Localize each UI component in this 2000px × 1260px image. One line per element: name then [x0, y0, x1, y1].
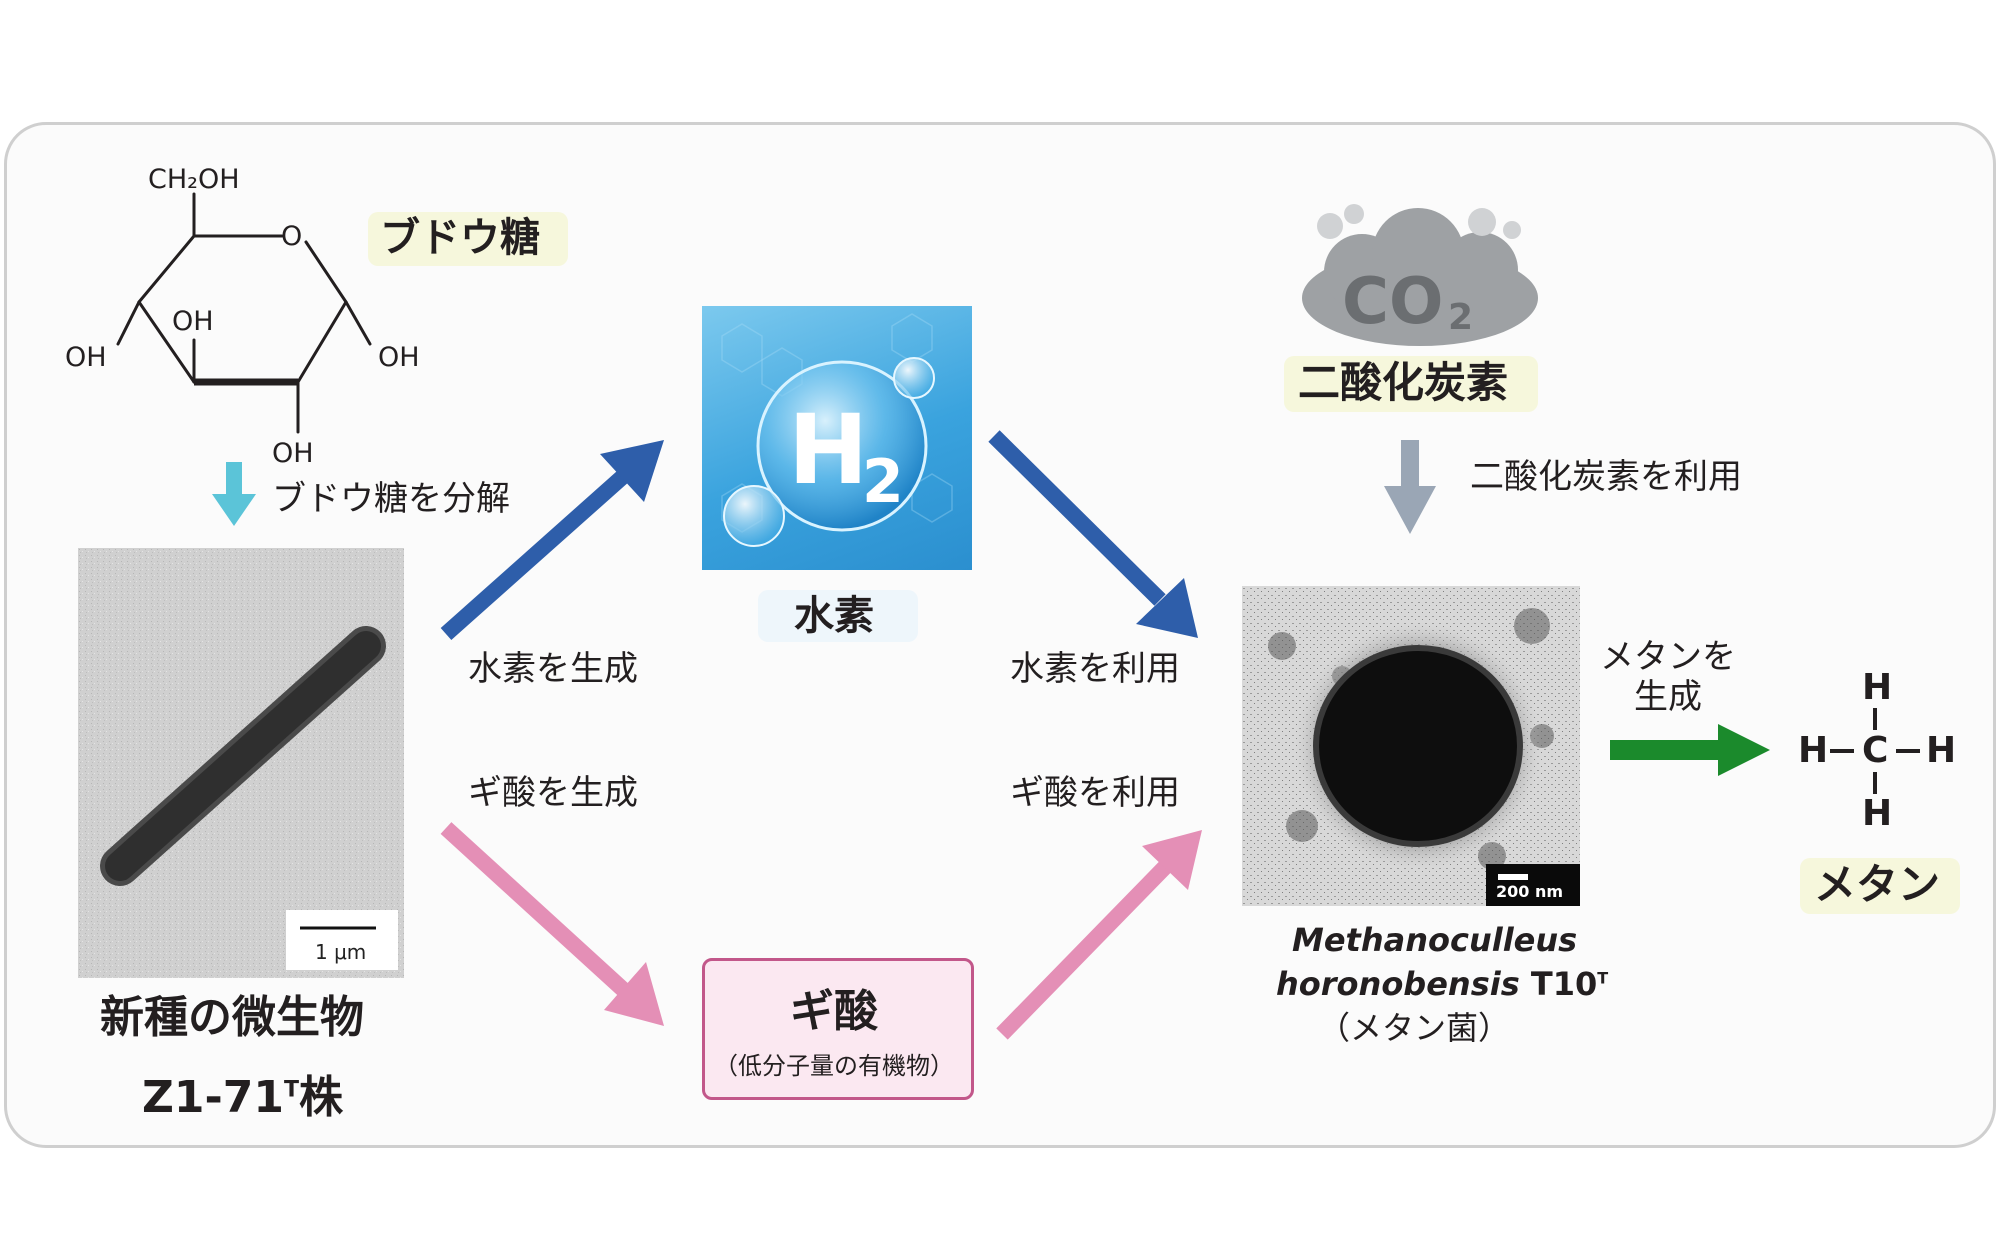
formic-acid-note: （低分子量の有機物） — [714, 1052, 954, 1080]
methane-label-highlight — [1800, 858, 1960, 914]
methane-h-top: H — [1862, 667, 1893, 708]
methane-label: メタン — [1814, 860, 1941, 909]
hydrogen-image: H 2 — [702, 306, 972, 570]
new-microbe-strain: Z1-71T株 — [142, 1072, 344, 1123]
glucose-ring-oxygen: O — [281, 221, 303, 252]
glucose-label: ブドウ糖 — [380, 215, 540, 261]
formic-acid-box — [702, 958, 974, 1100]
use-hydrogen-label: 水素を利用 — [1010, 649, 1180, 689]
hydrogen-label-highlight — [758, 590, 918, 642]
co2-cloud-icon — [1302, 204, 1538, 346]
new-microbe-scale-bar: 1 μm — [315, 940, 367, 964]
glucose-oh-right: OH — [378, 342, 420, 373]
use-formate-label: ギ酸を利用 — [1010, 773, 1180, 813]
methanogen-species-strain: horonobensis T10T — [1276, 965, 1609, 1003]
co2-subscript: 2 — [1448, 297, 1474, 338]
methane-h-left: H — [1798, 730, 1829, 771]
methanogen-note: （メタン菌） — [1318, 1009, 1511, 1047]
hydrogen-symbol: H — [788, 394, 869, 506]
co2-label-highlight — [1284, 356, 1538, 412]
use-co2-label: 二酸化炭素を利用 — [1470, 457, 1742, 497]
new-microbe-name: 新種の微生物 — [100, 992, 364, 1043]
methanogen-micrograph: 200 nm — [1242, 586, 1580, 906]
formic-acid-label: ギ酸 — [790, 986, 878, 1037]
hydrogen-subscript: 2 — [862, 447, 904, 517]
glucose-ch2oh-label: CH₂OH — [148, 164, 240, 195]
methane-h-right: H — [1926, 730, 1957, 771]
glucose-label-highlight — [368, 212, 568, 266]
produce-methane-label-1: メタンを — [1600, 637, 1736, 677]
produce-formate-label: ギ酸を生成 — [468, 773, 638, 813]
co2-symbol: CO — [1342, 265, 1444, 339]
glucose-decompose-arrow — [212, 462, 256, 526]
methanogen-scale-bar: 200 nm — [1496, 882, 1564, 901]
new-microbe-micrograph: 1 μm — [78, 548, 404, 978]
glucose-oh-inner: OH — [172, 306, 214, 337]
methane-c: C — [1862, 730, 1889, 771]
produce-methane-label-2: 生成 — [1634, 677, 1702, 717]
methane-h-bottom: H — [1862, 793, 1893, 834]
hydrogen-label: 水素 — [794, 593, 874, 639]
glucose-decompose-label: ブドウ糖を分解 — [272, 479, 510, 519]
produce-hydrogen-label: 水素を生成 — [468, 649, 638, 689]
glucose-oh-bottom: OH — [272, 438, 314, 469]
glucose-oh-left: OH — [65, 342, 107, 373]
methanogen-genus: Methanoculleus — [1292, 921, 1578, 959]
co2-label: 二酸化炭素 — [1298, 358, 1509, 407]
